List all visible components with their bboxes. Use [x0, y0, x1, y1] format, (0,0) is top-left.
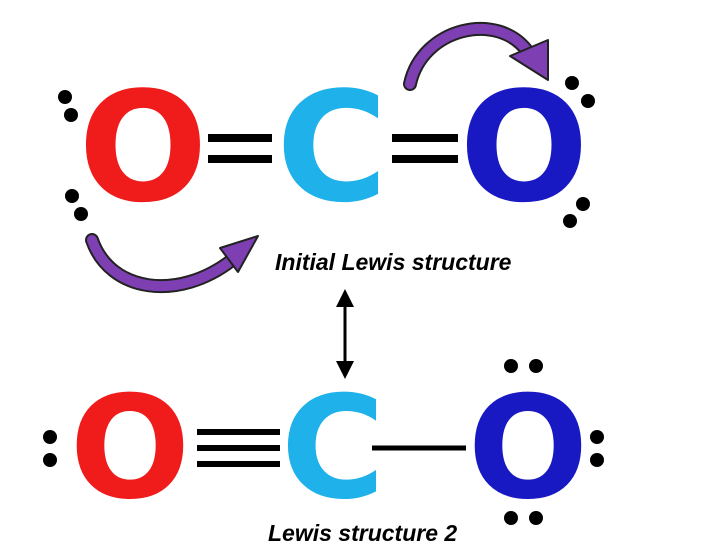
lone-pair-right-upper — [565, 76, 595, 108]
curved-arrow-icon — [403, 21, 549, 91]
oxygen-right-atom-2: O — [468, 366, 589, 531]
lone-pair-left-lower — [65, 189, 88, 221]
oxygen-right-atom-1: O — [459, 59, 588, 236]
lone-pair-right-top — [504, 359, 543, 373]
lone-pair-right-bottom — [504, 511, 543, 525]
caption-structure-2: Lewis structure 2 — [268, 520, 457, 546]
lone-pair-left-upper — [58, 90, 78, 122]
carbon-atom-2: C — [281, 366, 385, 531]
caption-initial-structure: Initial Lewis structure — [275, 249, 512, 275]
triple-bond-left — [197, 429, 280, 467]
lone-pair-right-side — [590, 430, 604, 467]
lone-pair-right-lower — [563, 197, 590, 228]
lone-pair-left — [43, 430, 57, 467]
structure-1: O C O — [58, 21, 595, 294]
carbon-atom-1: C — [276, 59, 388, 236]
double-bond-right — [392, 134, 458, 163]
curved-arrow-icon — [85, 233, 259, 294]
oxygen-left-atom-2: O — [70, 366, 191, 531]
double-bond-left — [208, 134, 272, 163]
oxygen-left-atom-1: O — [78, 59, 207, 236]
structure-2: O C O Lewis str — [43, 359, 604, 546]
